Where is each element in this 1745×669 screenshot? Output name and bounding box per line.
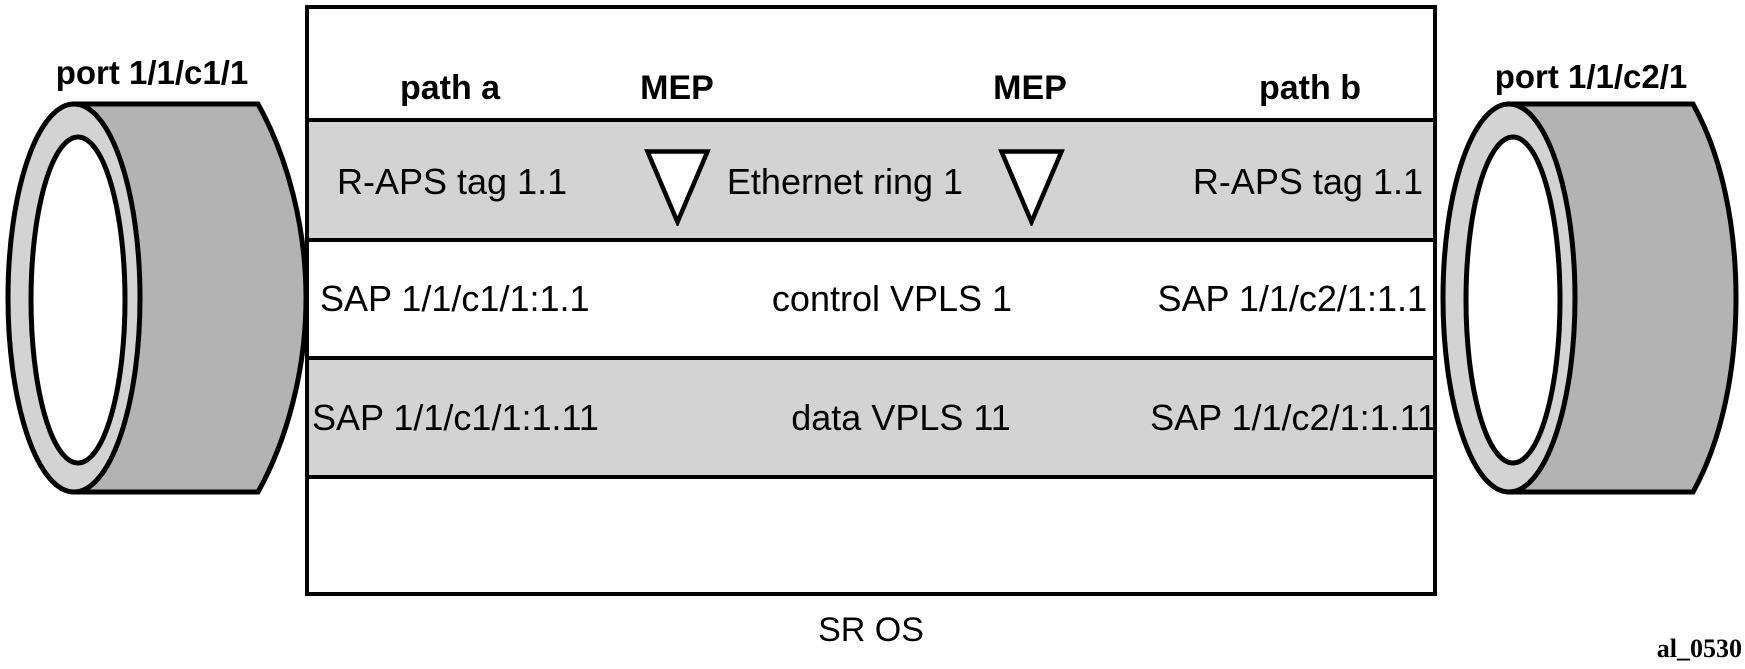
mep-triangle-icon-right [998,149,1065,226]
data-sap-right-label: SAP 1/1/c2/1:1.11 [1150,396,1437,438]
mep-triangle-icon-left [644,149,711,226]
control-sap-left-label: SAP 1/1/c1/1:1.1 [320,278,590,319]
control-vpls-label: control VPLS 1 [771,278,1013,319]
right-port-label: port 1/1/c2/1 [1494,58,1688,95]
ethernet-ring-label: Ethernet ring 1 [726,161,964,202]
header-row: path a MEP MEP path b [309,9,1433,118]
mep-label-right: MEP [993,69,1067,107]
control-sap-right-label: SAP 1/1/c2/1:1.1 [1157,278,1427,319]
raps-tag-right-label: R-APS tag 1.1 [1192,161,1423,202]
right-port-cylinder-icon [1440,101,1739,495]
control-vpls-row: SAP 1/1/c1/1:1.1 control VPLS 1 SAP 1/1/… [309,238,1433,356]
ethernet-ring-row: R-APS tag 1.1 Ethernet ring 1 R-APS tag … [309,118,1433,238]
left-port-label: port 1/1/c1/1 [55,54,249,91]
mep-label-left: MEP [640,69,714,107]
path-b-label: path b [1259,69,1361,107]
data-vpls-label: data VPLS 11 [791,396,1011,438]
figure-id: al_0530 [1656,634,1742,663]
path-a-label: path a [399,69,501,107]
raps-tag-left-label: R-APS tag 1.1 [337,161,568,202]
cylinder-hole [1463,134,1563,466]
data-sap-left-label: SAP 1/1/c1/1:1.11 [312,396,599,438]
sros-node-box: path a MEP MEP path b R-APS tag 1.1 Ethe… [305,5,1437,596]
cylinder-hole [28,134,128,466]
empty-row [309,475,1433,592]
data-vpls-row: SAP 1/1/c1/1:1.11 data VPLS 11 SAP 1/1/c… [309,356,1437,475]
left-port-cylinder-icon [5,101,309,495]
sros-label: SR OS [818,611,924,649]
